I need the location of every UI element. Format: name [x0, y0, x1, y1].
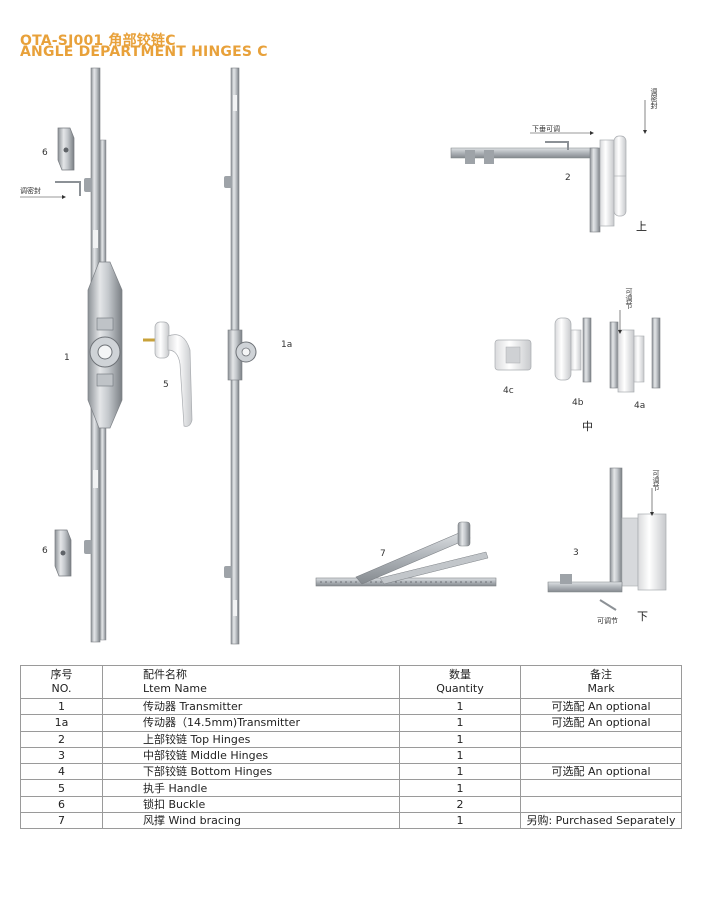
cell-no: 1 — [20, 697, 103, 716]
label-position-middle: 中 — [582, 420, 593, 433]
table-header-row: 序号 NO. 配件名称 Ltem Name 数量 Quantity 备注 Mar… — [20, 665, 682, 699]
label-part-5: 5 — [163, 380, 169, 390]
label-adjust-seal-vertical: 调密封 — [650, 88, 658, 109]
middle-hinge-4b — [554, 317, 592, 383]
cell-no: 2 — [20, 730, 103, 748]
label-adjust-seal: 调密封 — [20, 187, 41, 195]
label-position-bottom: 下 — [637, 610, 648, 623]
header-item-name: 配件名称 Ltem Name — [102, 665, 400, 699]
cell-name: 中部铰链 Middle Hinges — [102, 746, 400, 765]
table-row: 6 锁扣 Buckle 2 — [20, 795, 682, 814]
cell-qty: 1 — [399, 746, 521, 765]
transmitter-1 — [84, 67, 123, 643]
header-quantity: 数量 Quantity — [399, 665, 521, 699]
top-hinge — [450, 135, 627, 233]
cell-no: 7 — [20, 812, 103, 830]
label-part-4b: 4b — [572, 398, 584, 408]
cell-mark — [520, 795, 682, 814]
table-row: 5 执手 Handle 1 — [20, 779, 682, 797]
cell-name: 下部铰链 Bottom Hinges — [102, 763, 400, 781]
label-part-2: 2 — [565, 173, 571, 183]
cell-name: 执手 Handle — [102, 779, 400, 797]
table-row: 4 下部铰链 Bottom Hinges 1 可选配 An optional — [20, 763, 682, 781]
label-adjustable-middle: 可调节 — [625, 288, 633, 309]
label-adjust-down: 下垂可调 — [532, 125, 560, 133]
label-adjustable-bottom: 可调节 — [597, 617, 618, 625]
cell-mark: 可选配 An optional — [520, 763, 682, 781]
cell-mark: 可选配 An optional — [520, 697, 682, 716]
cell-qty: 1 — [399, 714, 521, 732]
cell-no: 3 — [20, 746, 103, 765]
table-row: 2 上部铰链 Top Hinges 1 — [20, 730, 682, 748]
cell-mark: 另购: Purchased Separately — [520, 812, 682, 830]
table-row: 3 中部铰链 Middle Hinges 1 — [20, 746, 682, 765]
buckle-top — [57, 127, 75, 171]
label-adjustable-bottom-vertical: 可调节 — [652, 470, 660, 491]
title-line-2: ANGLE DEPARTMENT HINGES C — [20, 44, 268, 60]
label-part-6-bottom: 6 — [42, 546, 48, 556]
header-no: 序号 NO. — [20, 665, 103, 699]
cell-no: 5 — [20, 779, 103, 797]
title-line-1: OTA-SJ001 角部铰链C — [20, 33, 176, 49]
label-part-6-top: 6 — [42, 148, 48, 158]
cell-mark — [520, 779, 682, 797]
label-part-7: 7 — [380, 549, 386, 559]
handle — [143, 321, 193, 427]
label-part-3: 3 — [573, 548, 579, 558]
cell-name: 传动器 Transmitter — [102, 697, 400, 716]
cell-mark: 可选配 An optional — [520, 714, 682, 732]
parts-table: 序号 NO. 配件名称 Ltem Name 数量 Quantity 备注 Mar… — [20, 665, 682, 830]
cell-qty: 2 — [399, 795, 521, 814]
cell-qty: 1 — [399, 779, 521, 797]
cell-name: 上部铰链 Top Hinges — [102, 730, 400, 748]
table-row: 1a 传动器（14.5mm)Transmitter 1 可选配 An optio… — [20, 714, 682, 732]
middle-hinge-4c — [494, 339, 532, 371]
cell-qty: 1 — [399, 730, 521, 748]
cell-no: 4 — [20, 763, 103, 781]
buckle-bottom — [54, 529, 72, 577]
label-part-1: 1 — [64, 353, 70, 363]
transmitter-1a — [224, 67, 257, 645]
wind-bracing — [315, 521, 497, 587]
bottom-hinge — [547, 467, 667, 593]
label-position-top: 上 — [636, 220, 647, 233]
cell-qty: 1 — [399, 763, 521, 781]
cell-name: 锁扣 Buckle — [102, 795, 400, 814]
cell-no: 1a — [20, 714, 103, 732]
hardware-illustration — [20, 67, 667, 645]
label-part-1a: 1a — [281, 340, 293, 350]
cell-no: 6 — [20, 795, 103, 814]
cell-qty: 1 — [399, 697, 521, 716]
label-part-4a: 4a — [634, 401, 646, 411]
middle-hinge-4a — [609, 317, 661, 393]
table-row: 1 传动器 Transmitter 1 可选配 An optional — [20, 697, 682, 716]
cell-name: 传动器（14.5mm)Transmitter — [102, 714, 400, 732]
cell-name: 风撑 Wind bracing — [102, 812, 400, 830]
table-row: 7 风撑 Wind bracing 1 另购: Purchased Separa… — [20, 812, 682, 830]
cell-mark — [520, 730, 682, 748]
cell-mark — [520, 746, 682, 765]
header-mark: 备注 Mark — [520, 665, 682, 699]
cell-qty: 1 — [399, 812, 521, 830]
label-part-4c: 4c — [503, 386, 514, 396]
